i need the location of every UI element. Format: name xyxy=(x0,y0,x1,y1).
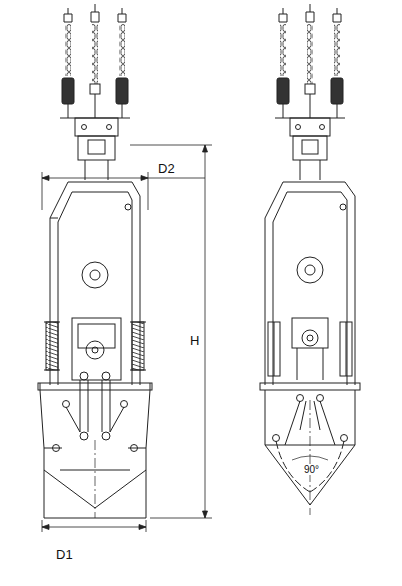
dimension-label: D1 xyxy=(56,548,73,561)
dimension-lines xyxy=(42,145,212,532)
right-view xyxy=(260,4,360,515)
body-housing xyxy=(50,182,140,385)
angle-label: 90° xyxy=(303,465,320,475)
chains xyxy=(60,4,130,118)
dimension-label: H xyxy=(190,334,199,347)
dimension-label: D2 xyxy=(158,162,175,175)
head-block xyxy=(75,118,118,136)
left-view xyxy=(38,4,152,518)
bucket xyxy=(40,390,150,518)
flange xyxy=(38,383,152,390)
